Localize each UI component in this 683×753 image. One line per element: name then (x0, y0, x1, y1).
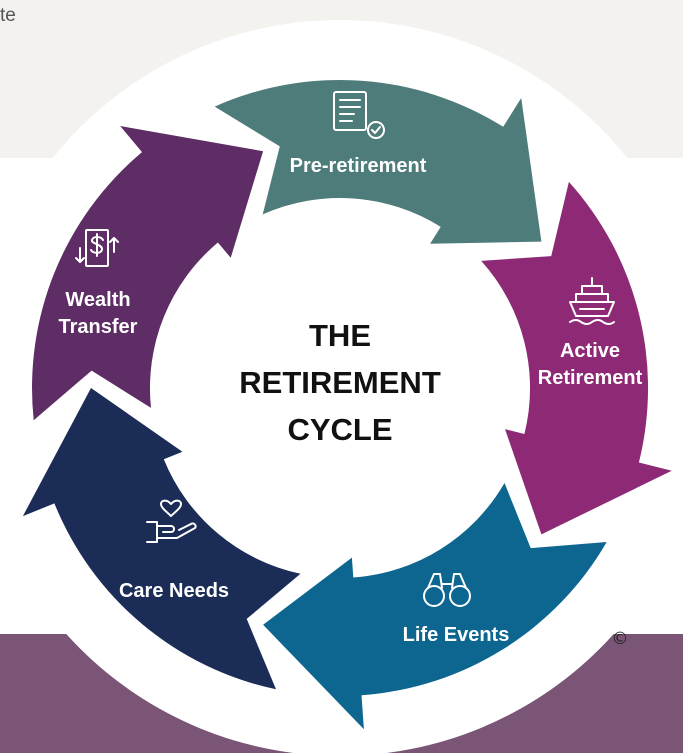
center-title: THE RETIREMENT CYCLE (239, 318, 441, 447)
dollar-transfer-icon (75, 229, 119, 267)
label-wealth-transfer-line-1: Wealth (65, 289, 130, 311)
label-wealth-transfer-line-2: Transfer (59, 316, 138, 338)
binoculars-icon (423, 573, 471, 607)
center-title-line-1: THE (309, 318, 371, 353)
copyright-symbol: © (612, 629, 629, 649)
label-life-events: Life Events (403, 624, 510, 646)
segment-arrow-pre-retirement (214, 79, 542, 244)
label-pre-retirement: Pre-retirement (290, 155, 427, 177)
checklist-icon (333, 91, 385, 139)
cruise-ship-icon (569, 277, 615, 325)
caring-hand-icon (146, 499, 197, 543)
label-care-needs: Care Needs (119, 580, 229, 602)
segments-layer (22, 79, 672, 730)
label-active-retirement-line-1: Active (560, 340, 620, 362)
center-title-line-3: CYCLE (287, 412, 392, 447)
segment-arrow-active-retirement (481, 181, 672, 535)
center-title-line-2: RETIREMENT (239, 365, 441, 400)
cropped-heading-text: te (0, 5, 16, 26)
label-active-retirement-line-2: Retirement (538, 367, 643, 389)
segment-arrow-wealth-transfer (32, 126, 264, 421)
